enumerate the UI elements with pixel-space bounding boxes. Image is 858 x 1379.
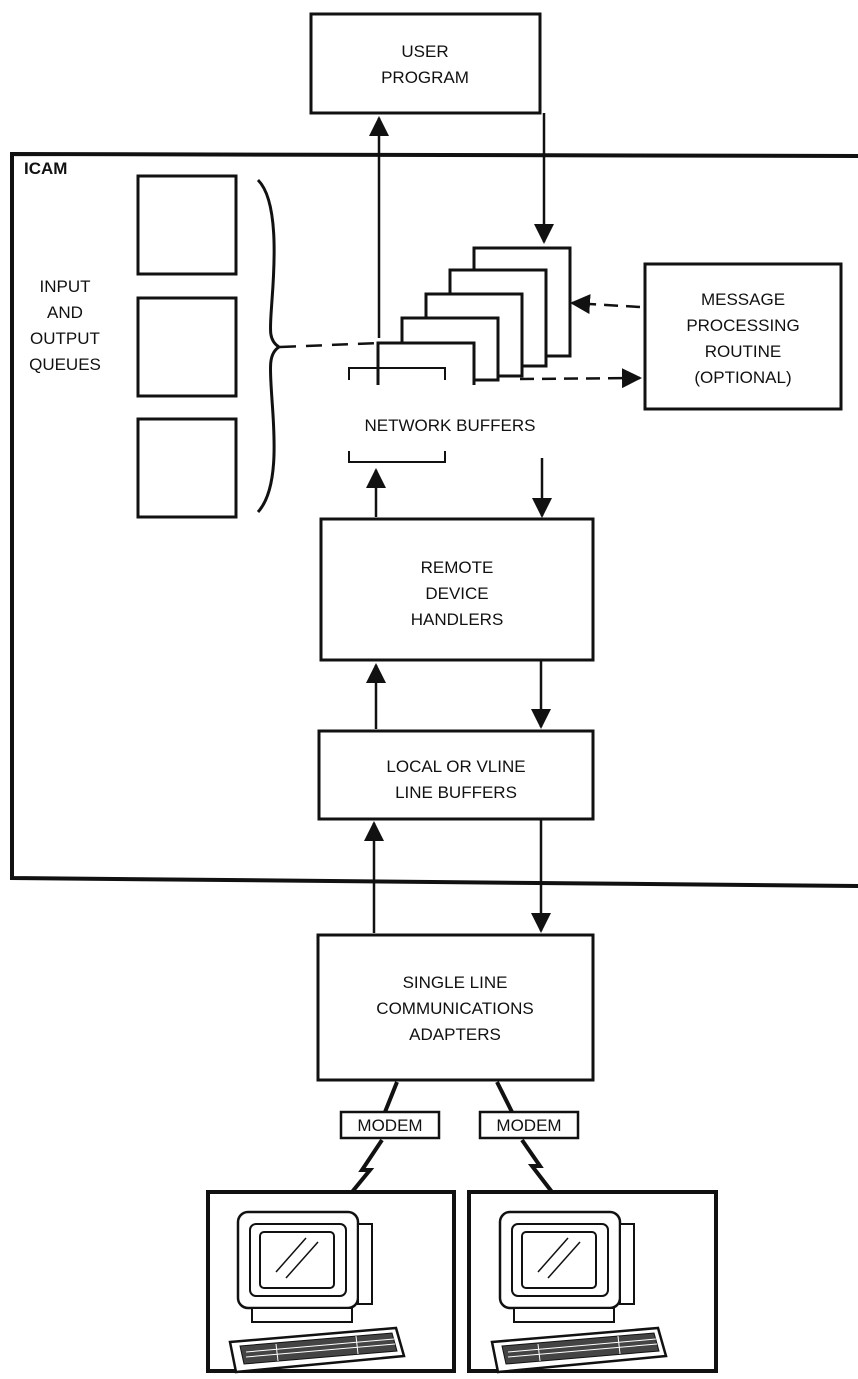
user-program-label-line2: PROGRAM	[381, 68, 469, 87]
buffers-to-mpr-arrow	[519, 368, 642, 389]
remote-device-handlers-line1: REMOTE	[421, 558, 494, 577]
network-buffer-bracket-bottom	[348, 451, 446, 463]
queues-brace	[256, 178, 282, 514]
queue-box-1	[136, 174, 238, 276]
message-processing-line3: ROUTINE	[705, 342, 782, 361]
modem-2-label: MODEM	[496, 1116, 561, 1135]
modem-2-lightning	[520, 1138, 554, 1194]
modem-1-lightning	[350, 1138, 384, 1194]
message-processing-box	[643, 262, 843, 411]
modem-2-line-up	[495, 1081, 514, 1113]
line-buffers-line1: LOCAL OR VLINE	[386, 757, 525, 776]
modem-1-line-up	[383, 1081, 399, 1113]
remote-device-handlers-line2: DEVICE	[425, 584, 488, 603]
queues-label-line2: AND	[47, 303, 83, 322]
message-processing-line2: PROCESSING	[686, 316, 799, 335]
comm-adapters-line2: COMMUNICATIONS	[376, 999, 533, 1018]
queues-label-line3: OUTPUT	[30, 329, 100, 348]
comm-adapters-line1: SINGLE LINE	[403, 973, 508, 992]
message-processing-line1: MESSAGE	[701, 290, 785, 309]
modem-1-box	[339, 1110, 441, 1140]
remote-device-handlers-box	[319, 517, 595, 662]
modem-1-label: MODEM	[357, 1116, 422, 1135]
network-buffer-1	[376, 341, 476, 385]
line-buffers-box	[317, 729, 595, 821]
user-program-label-line1: USER	[401, 42, 448, 61]
network-buffers-label: NETWORK BUFFERS	[365, 416, 536, 435]
network-buffer-bracket-top	[348, 367, 446, 380]
mpr-to-buffers-arrow	[570, 294, 641, 315]
user-program-box	[309, 12, 542, 115]
modem-2-box	[478, 1110, 580, 1140]
comm-adapters-line3: ADAPTERS	[409, 1025, 501, 1044]
queues-label-line4: QUEUES	[29, 355, 101, 374]
queues-to-buffers-dashed	[279, 341, 381, 349]
message-processing-line4: (OPTIONAL)	[694, 368, 791, 387]
remote-device-handlers-line3: HANDLERS	[411, 610, 504, 629]
queue-box-2	[136, 296, 238, 398]
icam-label: ICAM	[24, 159, 67, 178]
queue-box-3	[136, 417, 238, 519]
queues-label-line1: INPUT	[40, 277, 91, 296]
icam-boundary	[10, 151, 858, 888]
line-buffers-line2: LINE BUFFERS	[395, 783, 517, 802]
comm-adapters-box	[316, 933, 595, 1082]
